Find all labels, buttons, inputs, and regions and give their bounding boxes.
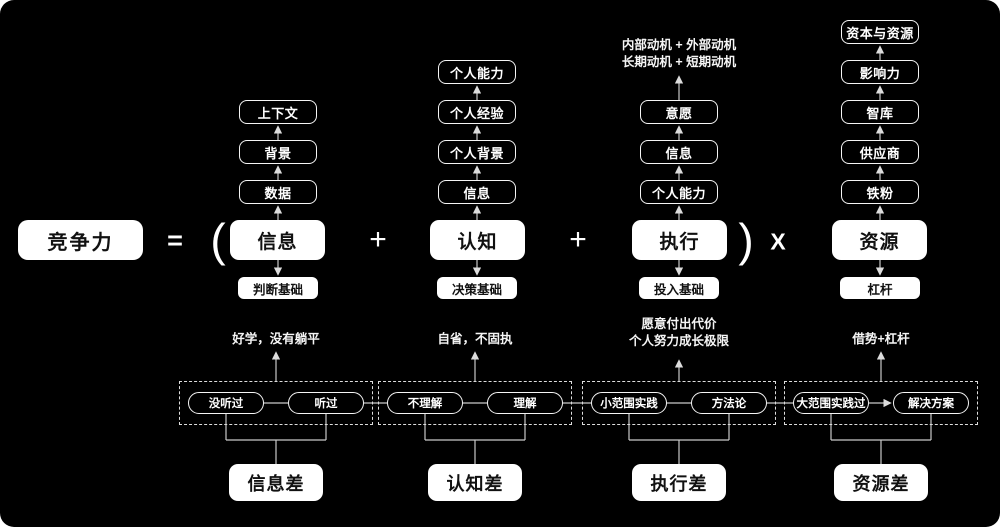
main-box-execution: 执行 [632,220,727,260]
gap-label-information: 信息差 [229,464,323,501]
motivation-note: 内部动机 + 外部动机 长期动机 + 短期动机 [622,37,736,71]
base-box-leverage: 杠杆 [840,277,920,299]
result-box-competitiveness: 竞争力 [18,220,143,260]
close-paren: ) [738,214,754,266]
gap-note: 自省，不固执 [437,332,513,346]
factor-box: 供应商 [841,140,919,164]
gap-label-execution: 执行差 [632,464,726,501]
base-box-investment: 投入基础 [639,277,719,299]
gap-group-cognition [378,381,572,425]
gap-note: 愿意付出代价 个人努力成长极限 [629,316,729,350]
multiply-sign: X [770,228,786,255]
gap-item: 没听过 [188,392,264,414]
gap-group-resources [784,381,978,425]
factor-box: 个人能力 [640,180,718,204]
gap-item: 不理解 [387,392,463,414]
factor-box: 铁粉 [841,180,919,204]
factor-box: 影响力 [841,60,919,84]
factor-box: 资本与资源 [841,20,919,44]
gap-note-line: 愿意付出代价 [641,317,717,331]
gap-label-resources: 资源差 [834,464,928,501]
factor-box: 智库 [841,100,919,124]
plus-sign: + [569,223,587,256]
factor-box: 信息 [640,140,718,164]
factor-box: 个人经验 [438,100,516,124]
factor-box: 个人背景 [438,140,516,164]
main-box-resources: 资源 [832,220,927,260]
main-box-cognition: 认知 [430,220,525,260]
gap-item: 听过 [288,392,364,414]
factor-box: 个人能力 [438,60,516,84]
gap-note: 好学，没有躺平 [232,332,320,346]
gap-label-cognition: 认知差 [428,464,522,501]
gap-item: 解决方案 [893,392,969,414]
gap-item: 理解 [487,392,563,414]
plus-sign: + [369,223,387,256]
gap-item: 小范围实践 [591,392,667,414]
factor-box: 上下文 [239,100,317,124]
motivation-note-line: 内部动机 + 外部动机 [621,38,737,52]
gap-item: 方法论 [691,392,767,414]
factor-box: 数据 [239,180,317,204]
gap-note-line: 个人努力成长极限 [628,334,730,348]
base-box-decision: 决策基础 [437,277,517,299]
open-paren: ( [210,214,226,266]
factor-box: 意愿 [640,100,718,124]
gap-group-execution [582,381,776,425]
motivation-note-line: 长期动机 + 短期动机 [621,55,737,69]
gap-group-information [179,381,373,425]
main-box-information: 信息 [230,220,325,260]
factor-box: 背景 [239,140,317,164]
gap-item: 大范围实践过 [793,392,869,414]
gap-note: 借势+杠杆 [852,332,910,346]
equals-sign: = [167,225,183,256]
factor-box: 信息 [438,180,516,204]
base-box-judgment: 判断基础 [238,277,318,299]
